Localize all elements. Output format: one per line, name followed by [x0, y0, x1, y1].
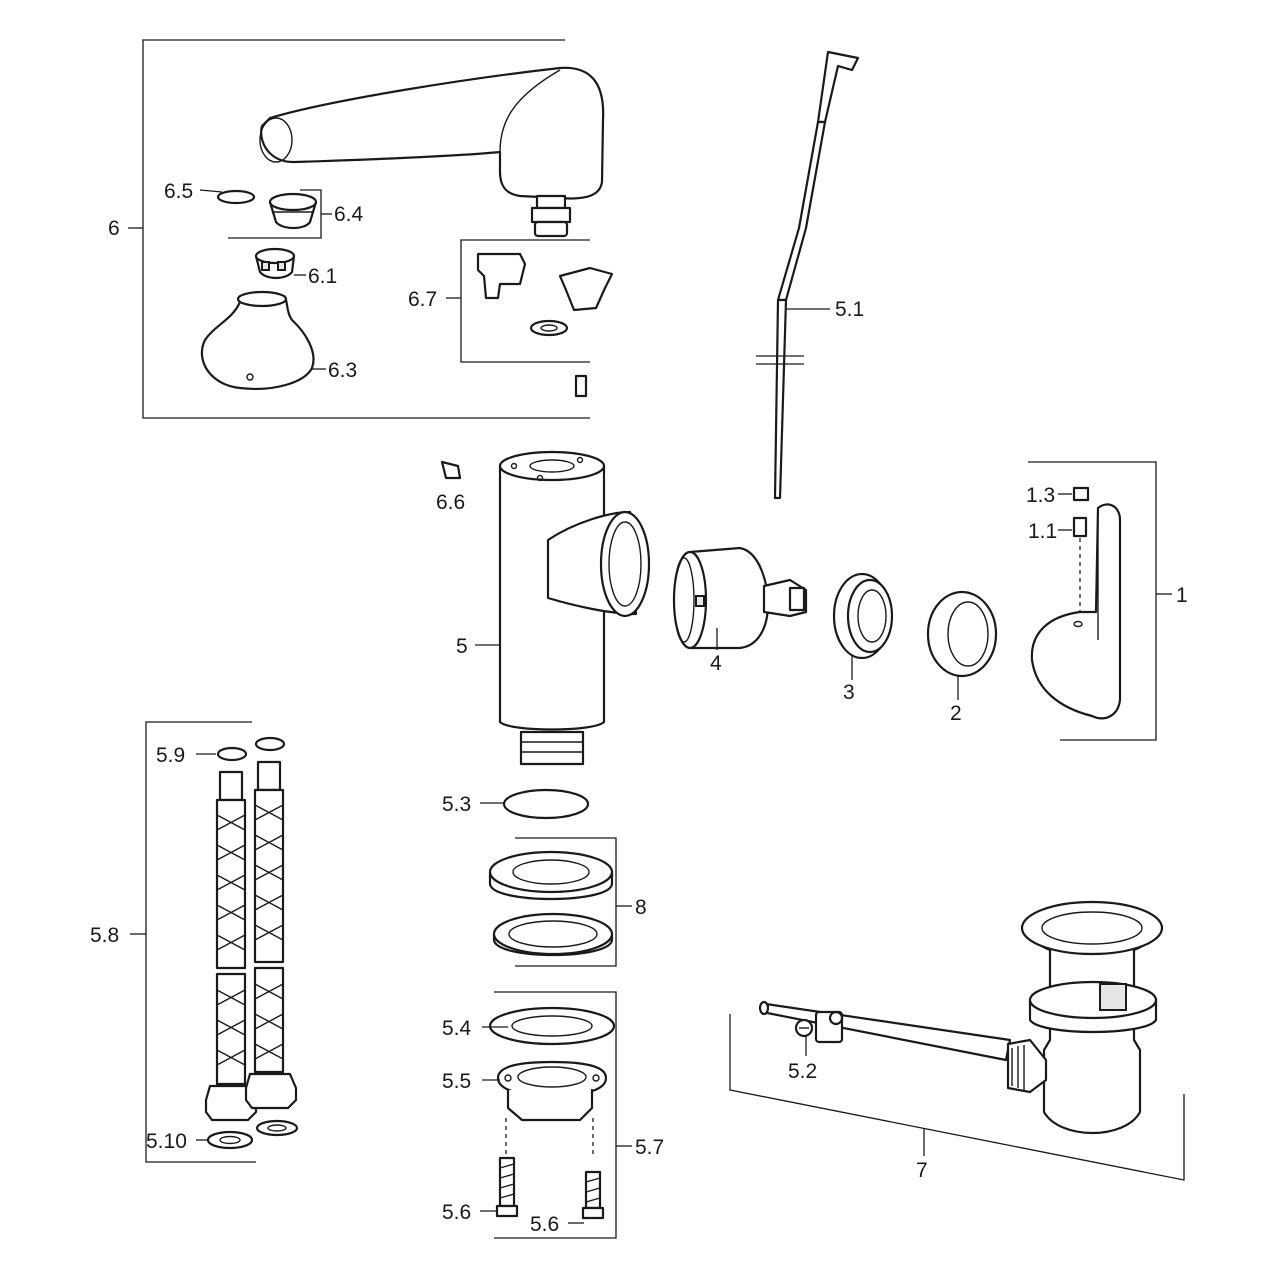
- bracket-5-8: [145, 721, 256, 1163]
- washer-5-9-left: [216, 746, 248, 762]
- waste-body: [1006, 900, 1164, 1135]
- pop-up-waste-7: [758, 900, 1164, 1135]
- cartridge-4: [672, 546, 808, 650]
- supply-hoses-5-8: [204, 736, 299, 1150]
- label-6-7: 6.7: [408, 288, 437, 311]
- washer-5-4: [488, 1006, 616, 1046]
- mounting-set-5-7: [488, 1006, 616, 1220]
- label-5-9: 5.9: [156, 744, 185, 767]
- washers-8: [488, 850, 614, 957]
- body-5: [498, 450, 651, 766]
- label-6: 6: [108, 217, 120, 240]
- clamp-5-2: [794, 1010, 844, 1044]
- label-5-8: 5.8: [90, 924, 119, 947]
- label-1-3: 1.3: [1026, 484, 1055, 507]
- leader-6-5: [199, 189, 223, 193]
- clips-6-7: [476, 252, 614, 337]
- label-1-1: 1.1: [1028, 520, 1057, 543]
- group-6-bracket: [142, 39, 590, 419]
- label-3: 3: [843, 681, 855, 704]
- rosette-2: [926, 590, 998, 678]
- spout: [259, 66, 605, 238]
- label-6-3: 6.3: [328, 359, 357, 382]
- label-1: 1: [1176, 584, 1188, 607]
- screw-5-6-right: [581, 1170, 605, 1220]
- washer-5-9-right: [254, 736, 286, 752]
- label-5: 5: [456, 635, 468, 658]
- label-6-6: 6.6: [436, 491, 465, 514]
- bracket-1: [1028, 461, 1157, 741]
- label-6-1: 6.1: [308, 265, 337, 288]
- bracket-5-7: [494, 991, 617, 1239]
- washer-5-10-left: [206, 1130, 254, 1150]
- label-5-10: 5.10: [146, 1130, 187, 1153]
- label-6-4: 6.4: [334, 203, 364, 226]
- label-5-4: 5.4: [442, 1017, 472, 1040]
- label-5-1: 5.1: [835, 298, 864, 321]
- plate-5-5: [496, 1060, 608, 1122]
- grub-screw: [574, 374, 588, 398]
- washer-5-10-right: [255, 1119, 299, 1137]
- label-5-5: 5.5: [442, 1070, 471, 1093]
- nut-3: [832, 572, 894, 660]
- label-4: 4: [710, 652, 722, 675]
- aerator-6-4: [268, 192, 318, 230]
- bracket-6-7: [460, 239, 590, 363]
- group-6-spout-assembly: 6 6.5 6.4 6.1: [108, 39, 614, 419]
- o-ring-6-5: [216, 189, 256, 205]
- label-7: 7: [916, 1159, 928, 1182]
- label-8: 8: [635, 896, 647, 919]
- label-5-6-left: 5.6: [442, 1201, 471, 1224]
- label-6-5: 6.5: [164, 180, 193, 203]
- cover-6-3: [200, 290, 315, 390]
- label-5-3: 5.3: [442, 793, 471, 816]
- bracket-7: [729, 1014, 1185, 1181]
- label-5-7: 5.7: [635, 1136, 664, 1159]
- screw-1-3: [1072, 486, 1090, 502]
- bracket-8: [515, 837, 617, 967]
- screw-1-1: [1072, 516, 1088, 538]
- lever-handle-1: [1030, 486, 1122, 720]
- hose-left: [204, 770, 258, 1122]
- label-5-2: 5.2: [788, 1060, 817, 1083]
- screw-6-6: [440, 460, 462, 480]
- label-2: 2: [950, 702, 962, 725]
- pull-rod-5-1: [756, 50, 860, 500]
- label-5-6-right: 5.6: [530, 1213, 559, 1236]
- o-ring-5-3: [502, 788, 590, 820]
- screw-5-6-left: [495, 1156, 519, 1218]
- insert-6-1: [254, 247, 296, 280]
- hose-right: [244, 760, 298, 1110]
